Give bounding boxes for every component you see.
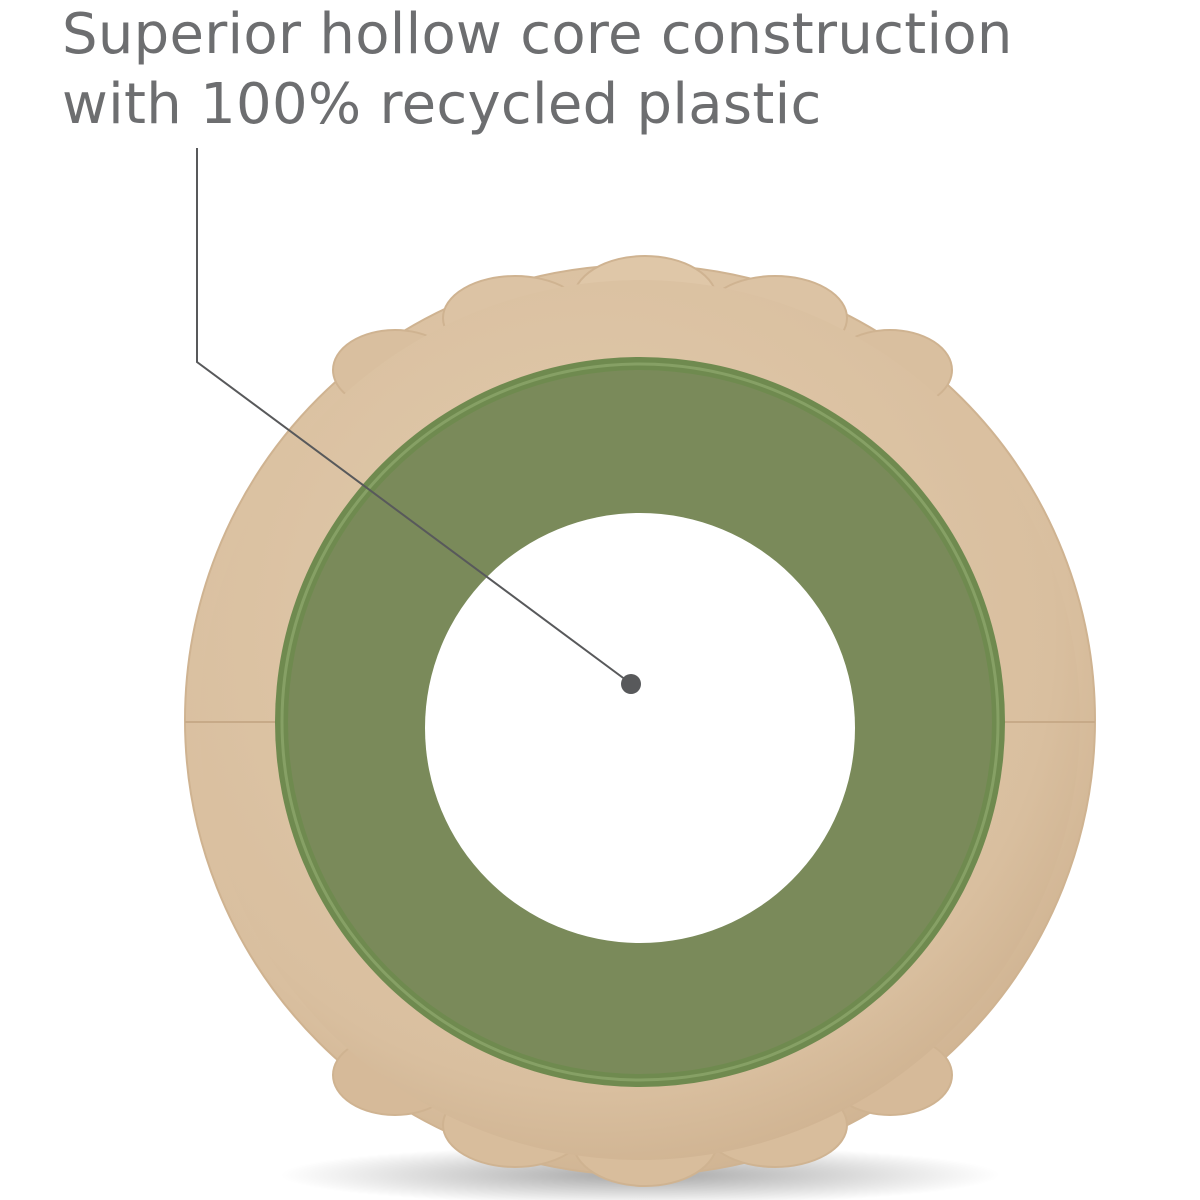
center-opening [425, 513, 855, 943]
caption-line-1: Superior hollow core construction [62, 2, 1013, 67]
feature-caption: Superior hollow core construction with 1… [62, 0, 1162, 140]
callout-pointer [196, 148, 641, 694]
callout-dot-icon [621, 674, 641, 694]
caption-line-2: with 100% recycled plastic [62, 72, 822, 137]
